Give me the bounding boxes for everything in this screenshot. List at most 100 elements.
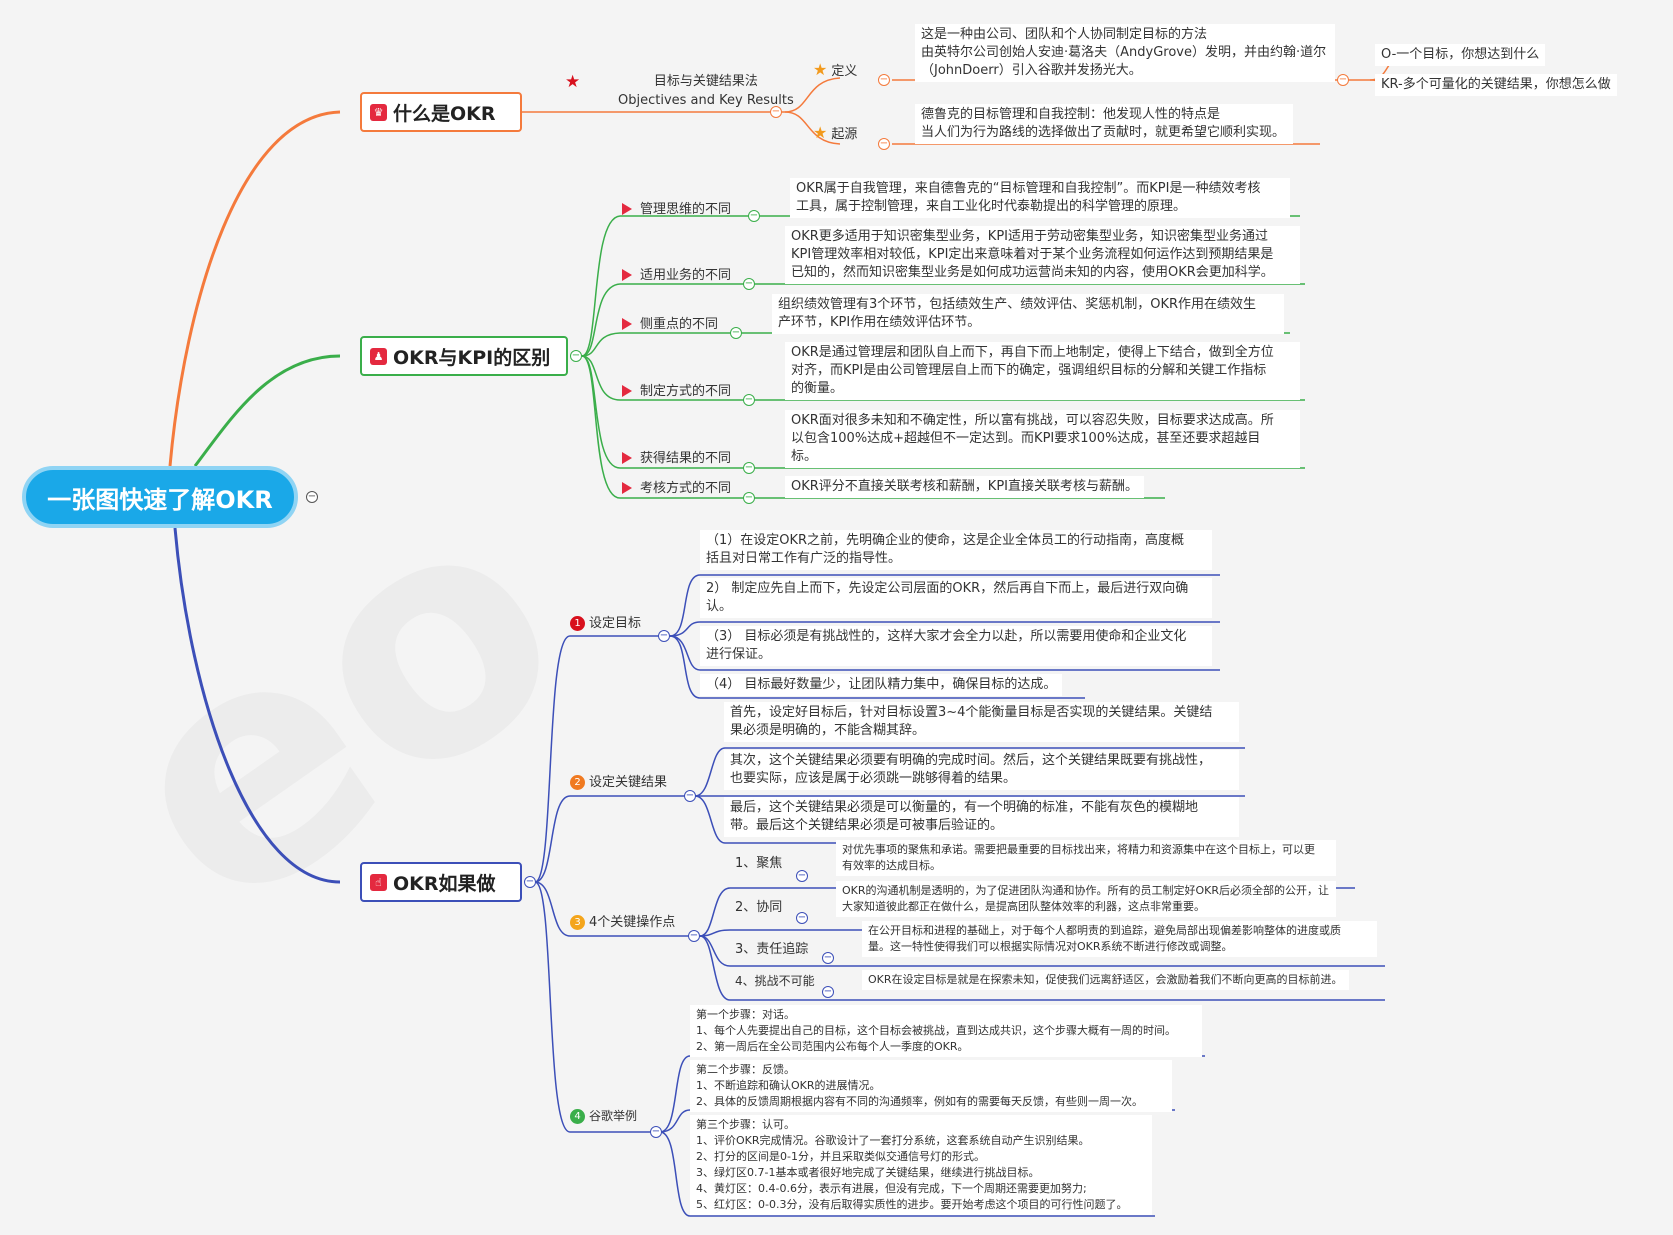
node-definition[interactable]: ★定义 bbox=[813, 60, 857, 79]
diff-text: OKR评分不直接关联考核和薪酬，KPI直接关联考核与薪酬。 bbox=[785, 476, 1144, 498]
collapse-toggle[interactable]: − bbox=[524, 876, 536, 888]
text-line: OKR属于自我管理，来自德鲁克的“目标管理和自我控制”。而KPI是一种绩效考核 bbox=[796, 181, 1261, 196]
goal-text: （3） 目标必须是有挑战性的，这样大家才会全力以赴，所以需要用使命和企业文化 进… bbox=[700, 626, 1212, 666]
branch-how-to-okr[interactable]: ☝ OKR如果做 bbox=[360, 862, 522, 902]
collapse-toggle[interactable]: − bbox=[822, 952, 834, 964]
collapse-toggle[interactable]: − bbox=[748, 210, 760, 222]
diff-text: OKR更多适用于知识密集型业务，KPI适用于劳动密集型业务，知识密集型业务通过 … bbox=[785, 226, 1300, 284]
collapse-toggle[interactable]: − bbox=[1337, 74, 1349, 86]
text-line: 2、具体的反馈周期根据内容有不同的沟通频率，例如有的需要每天反馈，有些则一周一次… bbox=[696, 1095, 1143, 1108]
op-text: OKR的沟通机制是透明的，为了促进团队沟通和协作。所有的员工制定好OKR后必须全… bbox=[836, 881, 1336, 917]
collapse-toggle[interactable]: − bbox=[743, 394, 755, 406]
kr-text: 其次，这个关键结果必须要有明确的完成时间。然后，这个关键结果既要有挑战性， 也要… bbox=[724, 750, 1239, 790]
text-line: 组织绩效管理有3个环节，包括绩效生产、绩效评估、奖惩机制，OKR作用在绩效生 bbox=[778, 297, 1257, 312]
text-line: 最后，这个关键结果必须是可以衡量的，有一个明确的标准，不能有灰色的模糊地 bbox=[730, 800, 1199, 815]
text-line: OKR是通过管理层和团队自上而下，再自下而上地制定，使得上下结合，做到全方位 bbox=[791, 345, 1274, 360]
node-def-title[interactable]: ★ bbox=[565, 72, 588, 92]
text-line: 也要实际，应该是属于必须跳一跳够得着的结果。 bbox=[730, 771, 1017, 786]
text-line: 德鲁克的目标管理和自我控制：他发现人性的特点是 bbox=[921, 107, 1221, 122]
text-line: 进行保证。 bbox=[706, 647, 772, 662]
diff-label: 获得结果的不同 bbox=[640, 451, 732, 466]
badge-icon: ♛ bbox=[370, 103, 387, 121]
node-label: 设定关键结果 bbox=[589, 775, 668, 790]
text-line: 5、红灯区：0-0.3分，没有后取得实质性的进步。要开始考虑这个项目的可行性问题… bbox=[696, 1198, 1128, 1211]
definition-label: 定义 bbox=[831, 64, 858, 79]
branch-okr-vs-kpi[interactable]: ♟ OKR与KPI的区别 bbox=[360, 336, 568, 376]
collapse-toggle[interactable]: − bbox=[743, 462, 755, 474]
goal-text: （4） 目标最好数量少，让团队精力集中，确保目标的达成。 bbox=[700, 674, 1063, 696]
google-step-3: 第三个步骤：认可。 1、评价OKR完成情况。谷歌设计了一套打分系统，这套系统自动… bbox=[690, 1115, 1152, 1215]
text-line: OKR在设定目标是就是在探索未知，促使我们远离舒适区，会激励着我们不断向更高的目… bbox=[868, 973, 1343, 986]
collapse-toggle[interactable]: − bbox=[650, 1126, 662, 1138]
node-label: 设定目标 bbox=[589, 616, 642, 631]
number-badge: 3 bbox=[570, 915, 585, 930]
collapse-toggle[interactable]: − bbox=[570, 350, 582, 362]
origin-label: 起源 bbox=[831, 127, 858, 142]
collapse-toggle[interactable]: − bbox=[796, 870, 808, 882]
connector-what bbox=[168, 110, 341, 467]
collapse-toggle[interactable]: − bbox=[743, 278, 755, 290]
text-line: 大家知道彼此都正在做什么，是提高团队整体效率的利器，这点非常重要。 bbox=[842, 900, 1205, 913]
collapse-toggle[interactable]: − bbox=[770, 106, 782, 118]
collapse-toggle-root[interactable]: − bbox=[306, 491, 318, 503]
diff-item-management[interactable]: 管理思维的不同 bbox=[622, 198, 731, 217]
node-origin[interactable]: ★起源 bbox=[813, 123, 857, 142]
text-line: 1、每个人先要提出自己的目标，这个目标会被挑战，直到达成共识，这个步骤大概有一周… bbox=[696, 1024, 1176, 1037]
goal-text: （1）在设定OKR之前，先明确企业的使命，这是企业全体员工的行动指南，高度概 括… bbox=[700, 530, 1212, 570]
text-line: 带。最后这个关键结果必须是可被事后验证的。 bbox=[730, 818, 1004, 833]
diff-item-assessment[interactable]: 考核方式的不同 bbox=[622, 477, 731, 496]
op-text: OKR在设定目标是就是在探索未知，促使我们远离舒适区，会激励着我们不断向更高的目… bbox=[862, 970, 1349, 990]
branch-what-is-okr[interactable]: ♛ 什么是OKR bbox=[360, 92, 522, 132]
connector-how bbox=[173, 527, 341, 884]
collapse-toggle[interactable]: − bbox=[730, 327, 742, 339]
op-tracking[interactable]: 3、责任追踪 bbox=[735, 942, 809, 957]
collapse-toggle[interactable]: − bbox=[688, 930, 700, 942]
google-step-2: 第二个步骤：反馈。 1、不断追踪和确认OKR的进展情况。 2、具体的反馈周期根据… bbox=[690, 1060, 1172, 1112]
text-line: 以包含100%达成+超越但不一定达到。而KPI要求100%达成，甚至还要求超越目 bbox=[791, 431, 1261, 446]
text-line: 当人们为行为路线的选择做出了贡献时，就更希望它顺利实现。 bbox=[921, 125, 1286, 140]
text-line: 2） 制定应先自上而下，先设定公司层面的OKR，然后再自下而上，最后进行双向确 bbox=[706, 581, 1189, 596]
collapse-toggle[interactable]: − bbox=[796, 912, 808, 924]
node-okr-def[interactable]: 目标与关键结果法 Objectives and Key Results bbox=[618, 72, 794, 110]
op-collaborate[interactable]: 2、协同 bbox=[735, 900, 783, 915]
collapse-toggle[interactable]: − bbox=[684, 790, 696, 802]
text-line: 在公开目标和进程的基础上，对于每个人都明责的到追踪，避免局部出现偏差影响整体的进… bbox=[868, 924, 1341, 937]
connector-diff bbox=[193, 354, 341, 467]
diff-label: 制定方式的不同 bbox=[640, 384, 732, 399]
origin-text: 德鲁克的目标管理和自我控制：他发现人性的特点是 当人们为行为路线的选择做出了贡献… bbox=[915, 104, 1293, 144]
root-node[interactable]: 一张图快速了解OKR bbox=[22, 466, 298, 528]
text-line: KPI管理效率相对较低，KPI定出来意味着对于某个业务流程如何运作达到预期结果是 bbox=[791, 247, 1274, 262]
thumb-icon: ☝ bbox=[370, 873, 387, 891]
flag-icon bbox=[622, 269, 632, 281]
diff-text: OKR面对很多未知和不确定性，所以富有挑战，可以容忍失败，目标要求达成高。所 以… bbox=[785, 410, 1300, 468]
collapse-toggle[interactable]: − bbox=[743, 492, 755, 504]
text-line: 3、绿灯区0.7-1基本或者很好地完成了关键结果，继续进行挑战目标。 bbox=[696, 1166, 1040, 1179]
text-line: 果必须是明确的，不能含糊其辞。 bbox=[730, 723, 926, 738]
diff-item-business[interactable]: 适用业务的不同 bbox=[622, 264, 731, 283]
text-line: 已知的，然而知识密集型业务是如何成功运营尚未知的内容，使用OKR会更加科学。 bbox=[791, 265, 1274, 280]
text-line: OKR评分不直接关联考核和薪酬，KPI直接关联考核与薪酬。 bbox=[791, 479, 1138, 494]
collapse-toggle[interactable]: − bbox=[658, 630, 670, 642]
diff-item-result[interactable]: 获得结果的不同 bbox=[622, 447, 731, 466]
text-line: 产环节，KPI作用在绩效评估环节。 bbox=[778, 315, 981, 330]
diff-text: OKR是通过管理层和团队自上而下，再自下而上地制定，使得上下结合，做到全方位 对… bbox=[785, 342, 1300, 400]
flag-icon bbox=[622, 203, 632, 215]
op-focus[interactable]: 1、聚焦 bbox=[735, 856, 783, 871]
diff-item-focus[interactable]: 侧重点的不同 bbox=[622, 313, 718, 332]
collapse-toggle[interactable]: − bbox=[878, 74, 890, 86]
text-line: （4） 目标最好数量少，让团队精力集中，确保目标的达成。 bbox=[706, 677, 1057, 692]
star-icon: ★ bbox=[565, 72, 581, 92]
text-line: 标。 bbox=[791, 449, 818, 464]
collapse-toggle[interactable]: − bbox=[822, 986, 834, 998]
text-line: 1、评价OKR完成情况。谷歌设计了一套打分系统，这套系统自动产生识别结果。 bbox=[696, 1134, 1090, 1147]
diff-text: 组织绩效管理有3个环节，包括绩效生产、绩效评估、奖惩机制，OKR作用在绩效生 产… bbox=[772, 294, 1284, 334]
collapse-toggle[interactable]: − bbox=[878, 138, 890, 150]
op-challenge[interactable]: 4、挑战不可能 bbox=[735, 974, 815, 988]
diff-item-method[interactable]: 制定方式的不同 bbox=[622, 380, 731, 399]
text-line: OKR更多适用于知识密集型业务，KPI适用于劳动密集型业务，知识密集型业务通过 bbox=[791, 229, 1268, 244]
star-icon: ★ bbox=[813, 60, 828, 79]
